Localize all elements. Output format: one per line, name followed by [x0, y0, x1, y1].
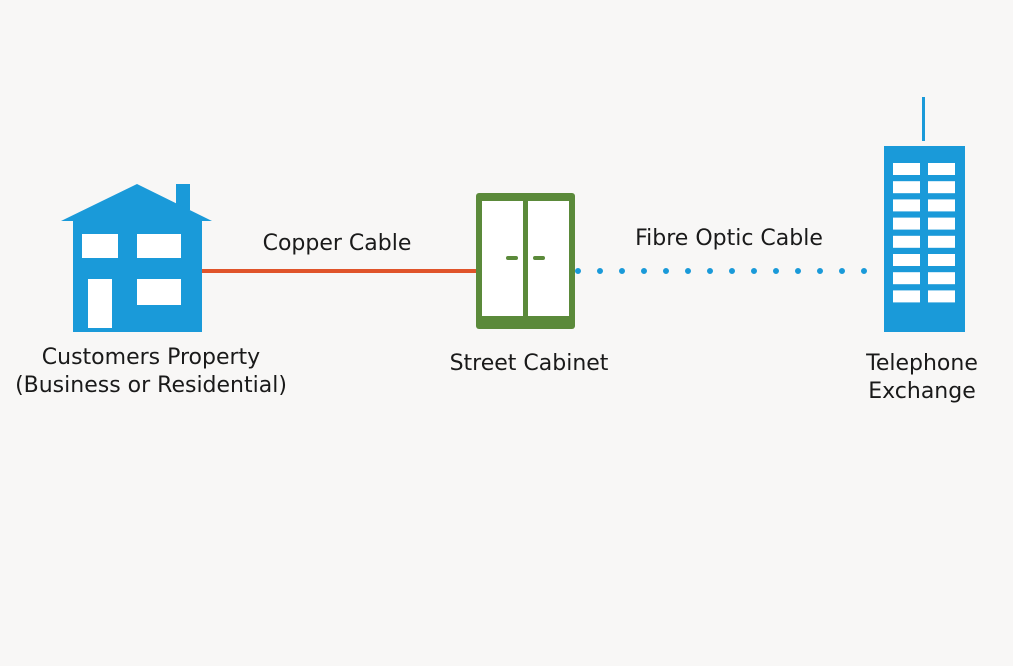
building-window — [928, 181, 955, 194]
building-window — [893, 254, 920, 266]
street-cabinet-label: Street Cabinet — [449, 351, 609, 376]
house-icon — [61, 184, 212, 332]
street-cabinet-icon — [476, 193, 575, 329]
building-window — [893, 217, 920, 230]
customers-property-label-line2: (Business or Residential) — [15, 373, 287, 398]
building-window — [928, 199, 955, 212]
telephone-exchange-label: Telephone Exchange — [848, 350, 996, 406]
building-window — [928, 217, 955, 230]
telephone-exchange-label-line2: Exchange — [868, 379, 976, 404]
building-window — [893, 163, 920, 175]
building-window — [928, 290, 955, 303]
building-window — [928, 254, 955, 266]
fibre-optic-cable-label: Fibre Optic Cable — [635, 226, 823, 251]
customers-property-label-line1: Customers Property — [41, 345, 261, 370]
building-window — [928, 163, 955, 175]
building-window — [928, 272, 955, 285]
building-window — [893, 181, 920, 194]
telephone-exchange-icon — [884, 97, 965, 332]
building-window — [893, 235, 920, 248]
building-window — [928, 235, 955, 248]
building-window — [893, 199, 920, 212]
telephone-exchange-label-line1: Telephone — [866, 351, 978, 376]
building-window — [893, 272, 920, 285]
copper-cable-label: Copper Cable — [262, 231, 412, 256]
building-window — [893, 290, 920, 303]
customers-property-label: Customers Property (Business or Resident… — [5, 344, 297, 400]
